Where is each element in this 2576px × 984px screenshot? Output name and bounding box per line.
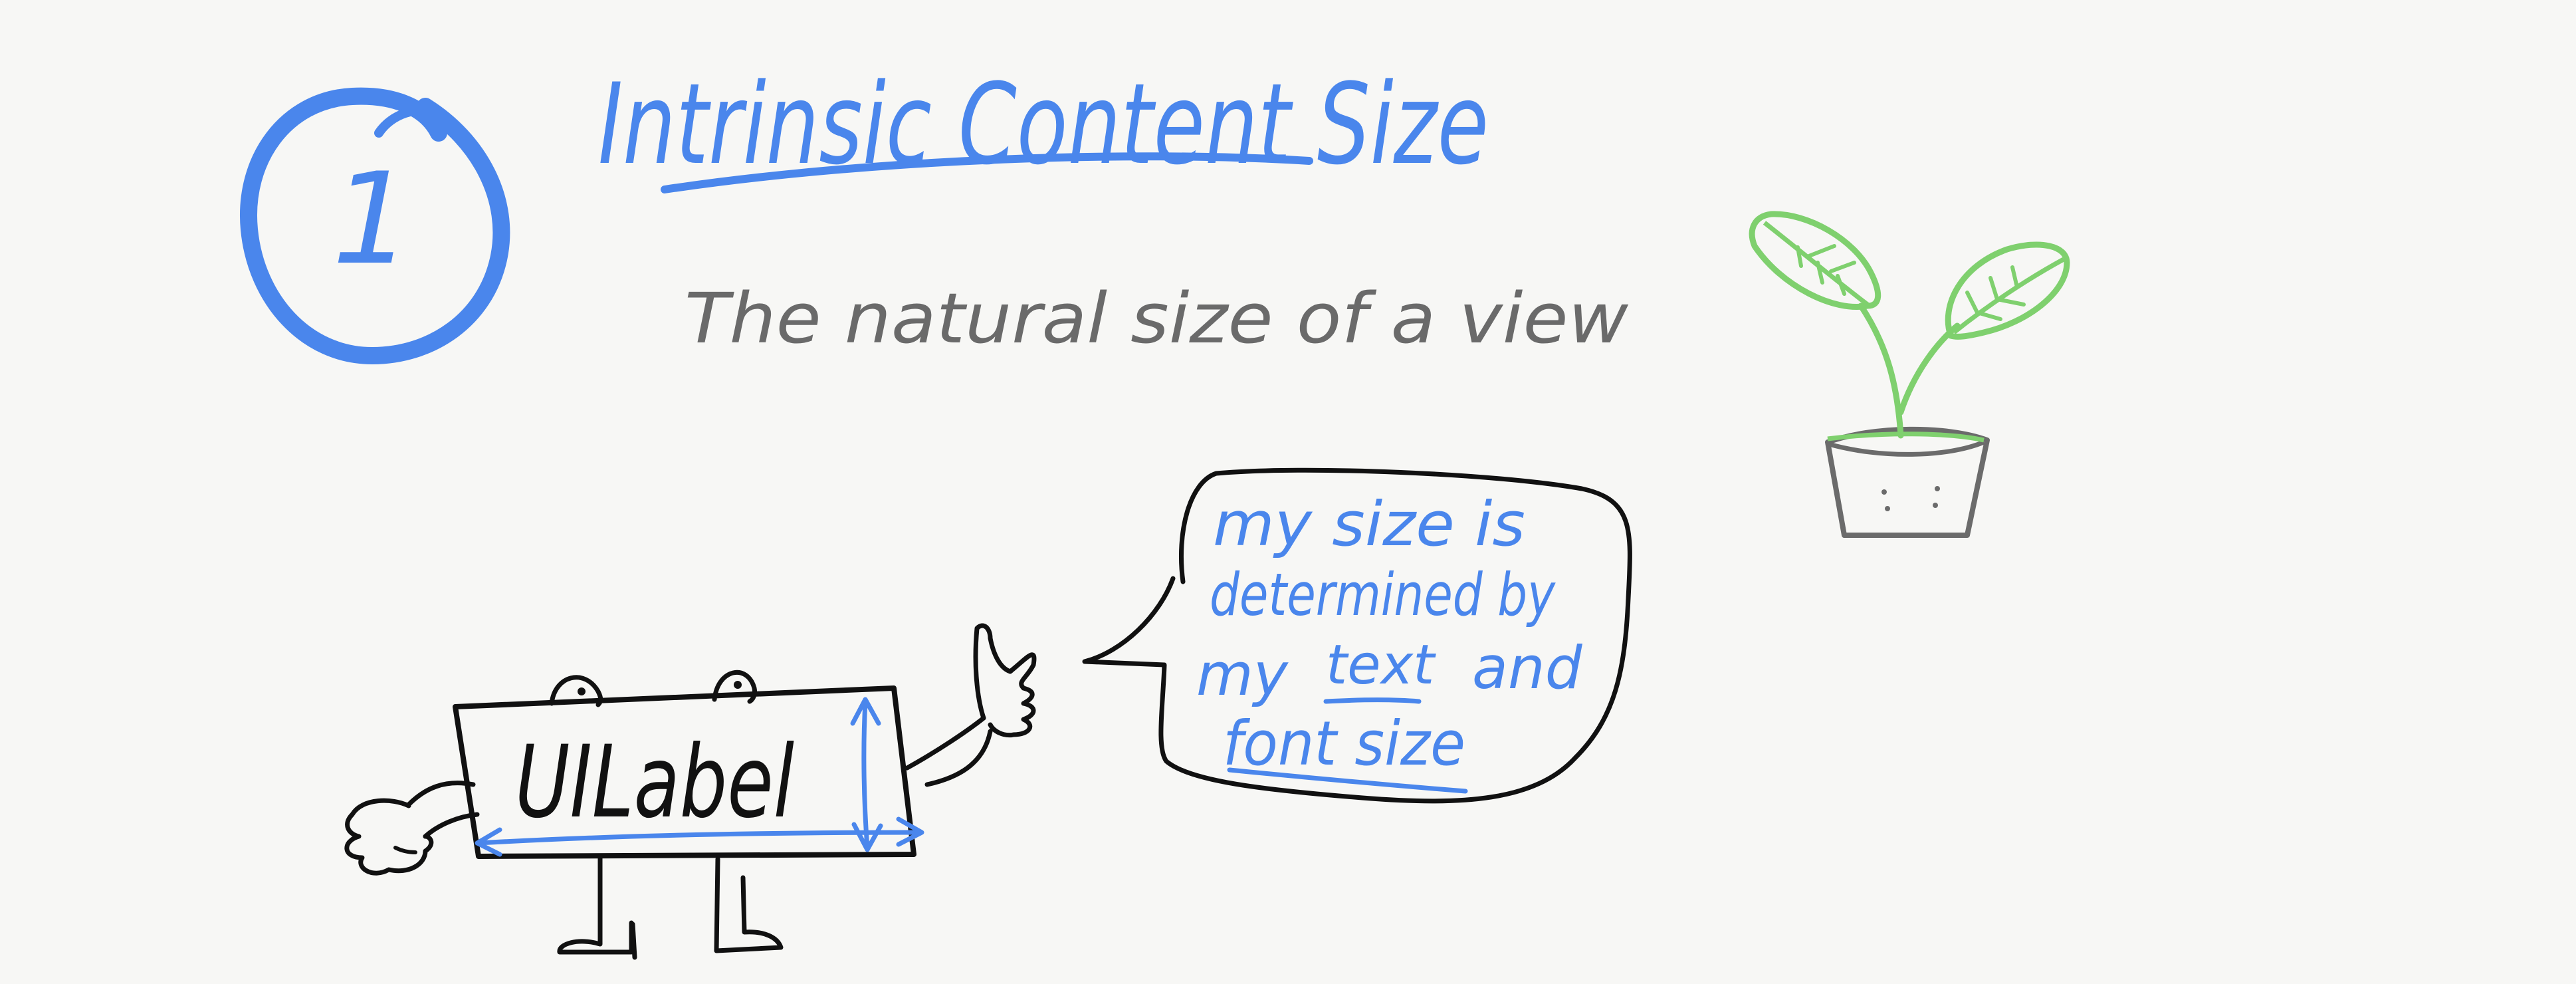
label-body — [453, 685, 916, 859]
badge-circle — [240, 87, 510, 364]
bubble-line-3-emphasis: text — [1326, 634, 1436, 697]
character-label-text: UILabel — [515, 725, 794, 840]
pot — [1825, 426, 1990, 538]
height-arrow — [861, 699, 870, 850]
left-leaf — [1749, 211, 1881, 310]
bubble-line-1: my size is — [1213, 489, 1525, 560]
number-badge: 1 — [240, 87, 510, 364]
speech-bubble: my size is determined by my text and fon… — [1082, 467, 1632, 804]
bubble-line-3-suffix: and — [1472, 634, 1583, 702]
right-leaf — [1945, 241, 2070, 340]
bubble-line-3-prefix: my — [1196, 640, 1289, 709]
bubble-line-4-emphasis: font size — [1223, 708, 1465, 779]
right-eye — [712, 670, 757, 704]
text-word-underline — [1323, 697, 1422, 704]
subtitle: The natural size of a view — [685, 278, 1629, 359]
title-underline — [661, 152, 1313, 193]
speech-bubble-outline — [1082, 467, 1632, 804]
left-arm — [406, 781, 476, 807]
font-size-underline — [1227, 767, 1468, 794]
badge-number: 1 — [332, 146, 413, 293]
plant-illustration — [1749, 211, 2070, 538]
right-arm — [905, 715, 986, 771]
pot-rim — [1828, 439, 1985, 457]
thumbs-up-hand — [973, 623, 1037, 738]
plant-stem — [1858, 303, 1904, 439]
page-title: Intrinsic Content Size — [598, 59, 1489, 189]
right-leg — [714, 856, 784, 953]
badge-circle-tail — [374, 106, 437, 138]
title-group: Intrinsic Content Size — [598, 59, 1489, 193]
uilabel-character: UILabel — [344, 623, 1037, 960]
left-fist — [344, 798, 434, 876]
left-leg — [557, 854, 634, 955]
bubble-line-2: determined by — [1210, 560, 1556, 629]
width-arrow — [476, 830, 923, 846]
